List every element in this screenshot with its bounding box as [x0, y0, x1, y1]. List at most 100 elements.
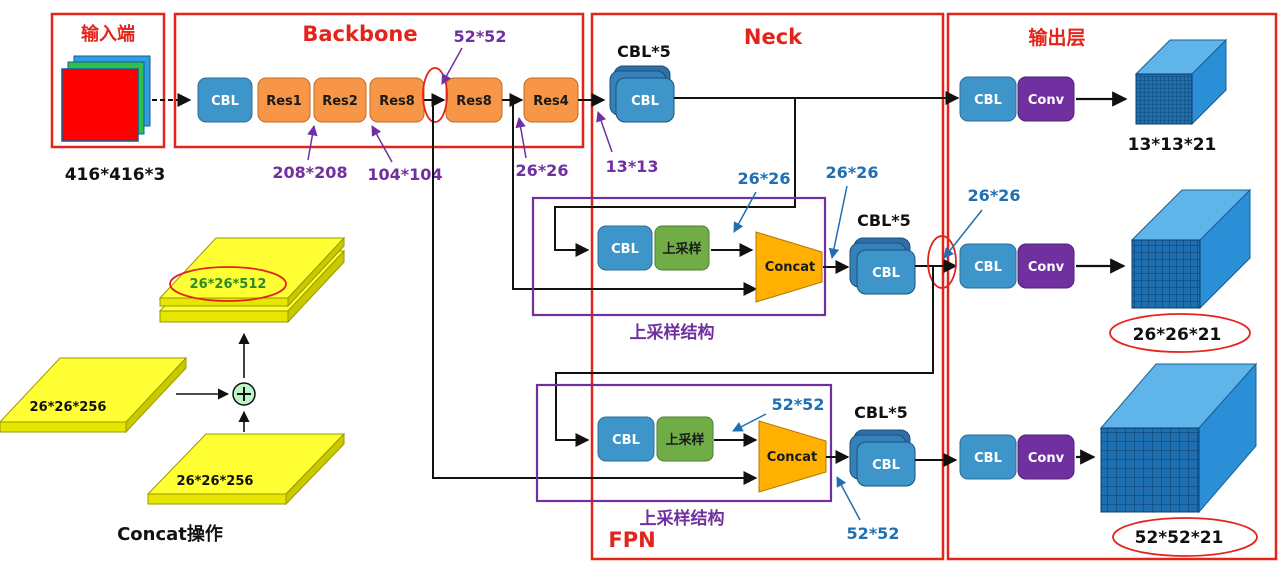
input-section-title: 输入端 [81, 23, 135, 45]
output13-cube-icon [1134, 38, 1228, 126]
svg-text:上采样: 上采样 [662, 241, 701, 257]
backbone-section-title: Backbone [302, 22, 417, 46]
svg-text:Conv: Conv [1028, 451, 1065, 466]
res8-block-first: Res8 [369, 77, 425, 123]
dim-26-output-pointer [943, 209, 983, 259]
dim-26-backbone-pointer [515, 116, 527, 159]
dim-208-pointer [307, 124, 318, 161]
upsample1-block: 上采样 [654, 225, 710, 271]
backbone-cbl-block: CBL [197, 77, 253, 123]
svg-text:CBL: CBL [974, 451, 1002, 466]
upsample2-cbl-block: CBL [597, 416, 655, 462]
route-top-to-upsample1 [554, 98, 796, 257]
svg-text:Res8: Res8 [456, 94, 492, 109]
highlight-circle-output26 [1109, 313, 1251, 353]
output26-cube-icon [1130, 188, 1252, 310]
dim-52-upsample-pointer [732, 413, 767, 432]
neck-section-title: Neck [744, 25, 803, 49]
dim-52-concat-pointer [836, 476, 861, 521]
concat-input-a-label: 26*26*256 [30, 400, 107, 415]
dim-52-upsample: 52*52 [772, 395, 825, 414]
cbl5-stack-top: CBL [609, 65, 675, 123]
svg-text:Conv: Conv [1028, 93, 1065, 108]
concat-input-slab-a [0, 356, 188, 434]
route-52-to-concat2 [432, 100, 758, 485]
output-13-label: 13*13*21 [1128, 135, 1217, 155]
dim-52-concat: 52*52 [847, 524, 900, 543]
concat1-trapezoid: Concat [755, 231, 823, 303]
dim-104: 104*104 [367, 165, 442, 184]
cbl5-label-mid: CBL*5 [857, 211, 911, 230]
dim-26-upsample: 26*26 [738, 169, 791, 188]
dim-26-backbone: 26*26 [516, 161, 569, 180]
output-section-title: 输出层 [1028, 26, 1085, 49]
dim-208: 208*208 [272, 163, 347, 182]
cbl5-stack-mid: CBL [849, 237, 916, 295]
svg-text:CBL: CBL [974, 260, 1002, 275]
output-52-label: 52*52*21 [1135, 528, 1224, 548]
highlight-circle-output52 [1112, 517, 1258, 557]
output13-conv-block: Conv [1017, 76, 1075, 122]
upsample-structure-frame-1 [531, 196, 827, 317]
route-mid-to-upsample2 [555, 266, 934, 447]
svg-text:Res1: Res1 [266, 94, 302, 109]
input-section-frame [50, 12, 166, 149]
svg-text:Res2: Res2 [322, 94, 358, 109]
dim-13-pointer [596, 111, 613, 153]
svg-text:Concat: Concat [767, 450, 817, 465]
res8-block-second: Res8 [445, 77, 503, 123]
svg-text:Res8: Res8 [379, 94, 415, 109]
dim-104-pointer [371, 125, 393, 163]
route-26-to-concat1 [512, 100, 758, 296]
upsample-structure-frame-2 [535, 383, 833, 503]
svg-text:Concat: Concat [765, 260, 815, 275]
highlight-circle-concat-result [169, 266, 287, 302]
dim-26-concat: 26*26 [826, 163, 879, 182]
svg-text:CBL: CBL [612, 433, 640, 448]
output26-conv-block: Conv [1017, 243, 1075, 289]
cbl5-stack-bottom: CBL [849, 429, 916, 487]
neck-section-frame [590, 12, 945, 561]
svg-text:Res4: Res4 [533, 94, 569, 109]
res4-block: Res4 [523, 77, 579, 123]
svg-text:CBL: CBL [974, 93, 1002, 108]
svg-text:CBL: CBL [631, 94, 659, 109]
backbone-section-frame [173, 12, 585, 149]
svg-text:CBL: CBL [611, 242, 639, 257]
output52-cbl-block: CBL [959, 434, 1017, 480]
concat-result-label: 26*26*512 [190, 277, 267, 292]
fpn-label: FPN [608, 528, 655, 552]
svg-text:CBL: CBL [872, 458, 900, 473]
svg-text:上采样: 上采样 [665, 432, 704, 448]
svg-text:CBL: CBL [872, 266, 900, 281]
output13-cbl-block: CBL [959, 76, 1017, 122]
dim-26-concat-pointer [828, 185, 848, 260]
output-26-label: 26*26*21 [1133, 325, 1222, 345]
highlight-circle-52 [422, 67, 448, 123]
input-image-stack-icon [61, 55, 151, 142]
upsample-structure-label-2: 上采样结构 [640, 508, 725, 529]
plus-circle-icon [232, 382, 256, 406]
dim-52-top: 52*52 [454, 27, 507, 46]
dim-13: 13*13 [606, 157, 659, 176]
svg-text:CBL: CBL [211, 94, 239, 109]
dim-52-top-pointer [441, 47, 463, 85]
input-size-label: 416*416*3 [65, 165, 166, 185]
output52-cube-icon [1099, 362, 1258, 514]
highlight-circle-26 [927, 235, 957, 289]
output26-cbl-block: CBL [959, 243, 1017, 289]
upsample-structure-label-1: 上采样结构 [630, 322, 715, 343]
upsample1-cbl-block: CBL [597, 225, 653, 271]
dim-26-output: 26*26 [968, 186, 1021, 205]
output52-conv-block: Conv [1017, 434, 1075, 480]
cbl5-label-top: CBL*5 [617, 42, 671, 61]
dim-26-upsample-pointer [733, 191, 757, 233]
cbl5-label-bottom: CBL*5 [854, 403, 908, 422]
res1-block: Res1 [257, 77, 311, 123]
upsample2-block: 上采样 [656, 416, 714, 462]
svg-text:Conv: Conv [1028, 260, 1065, 275]
concat-input-slab-b [146, 432, 346, 506]
res2-block: Res2 [313, 77, 367, 123]
concat2-trapezoid: Concat [758, 420, 827, 493]
